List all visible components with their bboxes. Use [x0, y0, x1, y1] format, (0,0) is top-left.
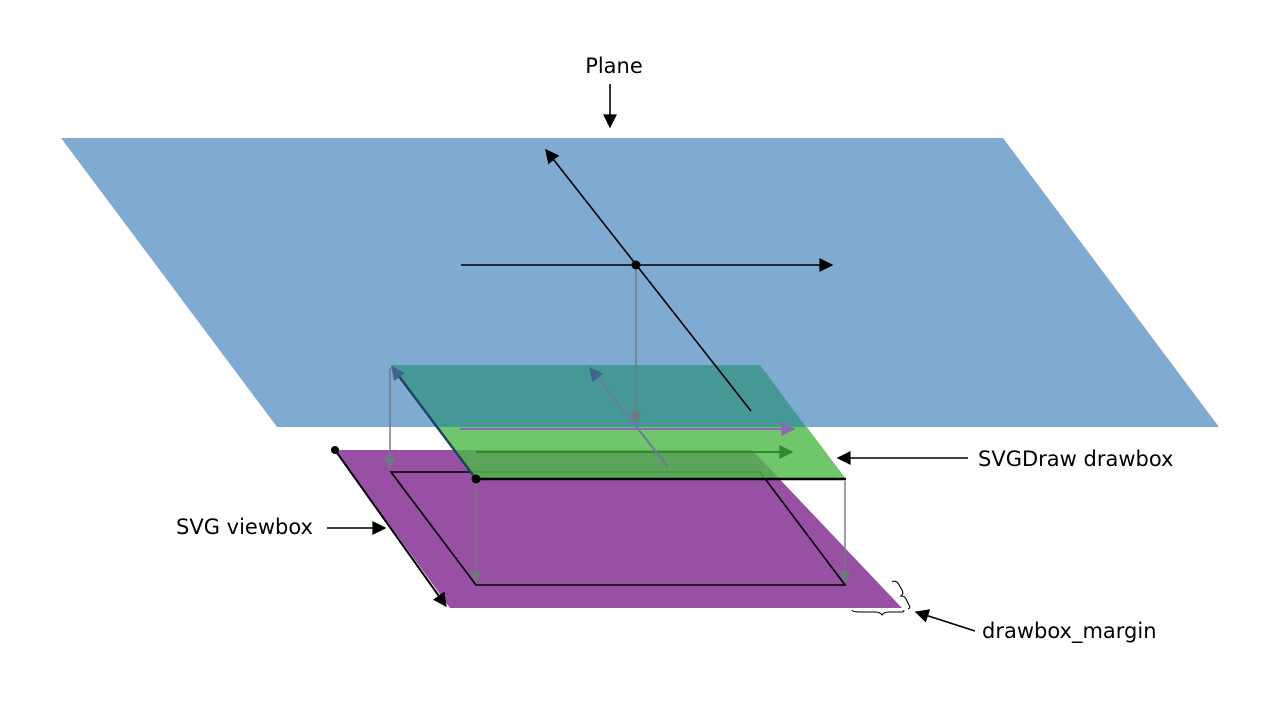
plane-drawbox-overlap [390, 365, 806, 427]
svg-viewbox-plane [335, 450, 902, 608]
margin-brace-side [891, 580, 911, 610]
margin-brace [851, 609, 905, 616]
drawbox-inner-y-axis-arrow [589, 366, 669, 468]
viewbox-y-axis-arrow [334, 449, 447, 608]
viewbox-label: SVG viewbox [176, 515, 313, 539]
drawbox-label: SVGDraw drawbox [978, 447, 1173, 471]
plane-origin-dot [631, 260, 641, 270]
drawbox-origin-dot [471, 474, 481, 484]
plane-label: Plane [585, 54, 643, 78]
plane-surface [61, 138, 1219, 427]
plane-y-axis-arrow [545, 148, 752, 412]
margin-label-arrow [914, 609, 976, 632]
margin-label: drawbox_margin [982, 619, 1157, 644]
drawbox-y-axis-arrow [391, 365, 477, 480]
